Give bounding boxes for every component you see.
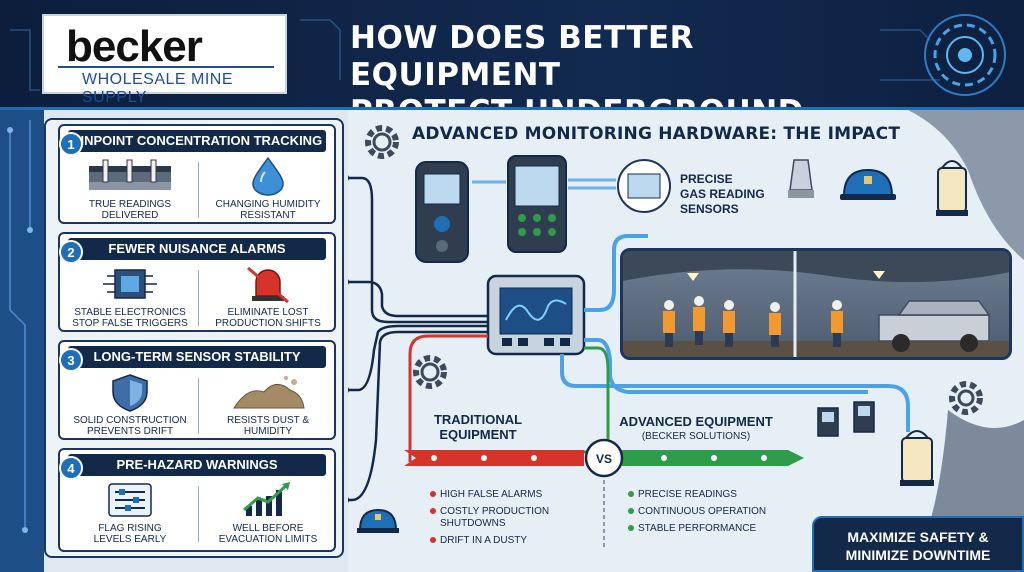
tunnel-illustration (623, 251, 1009, 357)
section-divider (198, 162, 199, 218)
gear-icon (413, 355, 447, 389)
section-number: 1 (59, 132, 83, 156)
page-title: HOW DOES BETTER EQUIPMENT PROTECT UNDERG… (350, 20, 870, 107)
section-divider (198, 486, 199, 542)
cave-rock (908, 110, 1024, 260)
list-item: PRECISE READINGS (628, 486, 766, 503)
tunnel-scene (620, 248, 1012, 360)
handheld-gas-meter-icon (415, 161, 469, 263)
list-item: DRIFT IN A DUSTY (430, 532, 549, 549)
gas-sensor-card (617, 159, 671, 213)
impact-title: ADVANCED MONITORING HARDWARE: THE IMPACT (412, 124, 901, 144)
section-divider (198, 270, 199, 326)
control-hub-icon (486, 274, 586, 356)
header-banner: becker WHOLESALE MINE SUPPLY HOW DOES BE… (0, 0, 1024, 110)
logo-wordmark: becker (66, 22, 203, 71)
section-number: 2 (59, 240, 83, 264)
cta-banner: MAXIMIZE SAFETY & MINIMIZE DOWNTIME (812, 516, 1024, 572)
comparison-arrows (404, 438, 804, 478)
section-title: 4 PRE-HAZARD WARNINGS (59, 454, 326, 480)
section-nuisance-alarms: 2 FEWER NUISANCE ALARMS STABLE ELECTRONI… (58, 232, 336, 332)
traditional-equipment-label: TRADITIONAL EQUIPMENT (433, 412, 523, 442)
multi-gas-detector-icon (507, 155, 567, 253)
section-title: 2 FEWER NUISANCE ALARMS (59, 238, 326, 264)
gas-sensor-label: PRECISE GAS READING SENSORS (680, 172, 765, 216)
section-sensor-stability: 3 LONG-TERM SENSOR STABILITY SOLID CONST… (58, 340, 336, 440)
list-item: CONTINUOUS OPERATION (628, 503, 766, 520)
no-alarm-icon (247, 266, 289, 304)
hard-hat-icon (840, 168, 896, 200)
mining-lantern-icon (900, 430, 934, 486)
tech-ring-icon (924, 14, 1006, 96)
wall-monitor-icon (817, 407, 839, 437)
becker-logo[interactable]: becker WHOLESALE MINE SUPPLY (42, 14, 287, 106)
title-line-1: HOW DOES BETTER EQUIPMENT (350, 20, 695, 93)
section-concentration-tracking: 1 PINPOINT CONCENTRATION TRACKING TRUE R… (58, 124, 336, 224)
traditional-drawbacks-list: HIGH FALSE ALARMS COSTLY PRODUCTION SHUT… (430, 486, 549, 549)
list-item: HIGH FALSE ALARMS (430, 486, 549, 503)
shield-icon (112, 374, 148, 412)
miner-figures (663, 296, 843, 347)
dust-pile-icon (233, 376, 305, 409)
benefit-resists-dust: RESISTS DUST &HUMIDITY (204, 372, 332, 438)
hard-hat-icon (357, 508, 399, 533)
section-number: 3 (59, 348, 83, 372)
advanced-benefits-list: PRECISE READINGS CONTINUOUS OPERATION ST… (628, 486, 766, 537)
list-item: SHUTDOWNS (440, 518, 506, 529)
circuit-decoration (10, 14, 1006, 96)
list-item: STABLE PERFORMANCE (628, 520, 766, 537)
side-circuit-strip (0, 110, 44, 572)
section-divider (198, 378, 199, 434)
water-drop-icon (252, 156, 284, 196)
title-line-2: PROTECT UNDERGROUND CREWS? (350, 94, 870, 107)
circuit-chip-icon (103, 269, 157, 299)
gear-icon (365, 125, 399, 159)
mining-truck-icon (878, 300, 991, 352)
gear-icon (949, 381, 983, 415)
layered-ground-icon (89, 159, 171, 190)
section-title: 1 PINPOINT CONCENTRATION TRACKING (59, 130, 326, 156)
vs-label: VS (595, 452, 612, 466)
section-number: 4 (59, 456, 83, 480)
gas-sensor-icon (788, 159, 814, 198)
vs-badge (584, 438, 624, 478)
logo-subtitle: WHOLESALE MINE SUPPLY (82, 71, 234, 106)
list-item: COSTLY PRODUCTION (430, 503, 549, 520)
logo-divider (58, 66, 274, 68)
advanced-equipment-label: ADVANCED EQUIPMENT (BECKER SOLUTIONS) (619, 414, 773, 442)
connection-wires (348, 176, 498, 502)
section-title: 3 LONG-TERM SENSOR STABILITY (59, 346, 326, 372)
sliders-icon (108, 483, 152, 517)
rising-chart-icon (243, 482, 290, 516)
wall-monitor-icon (853, 401, 875, 433)
mining-lantern-icon (936, 160, 968, 216)
